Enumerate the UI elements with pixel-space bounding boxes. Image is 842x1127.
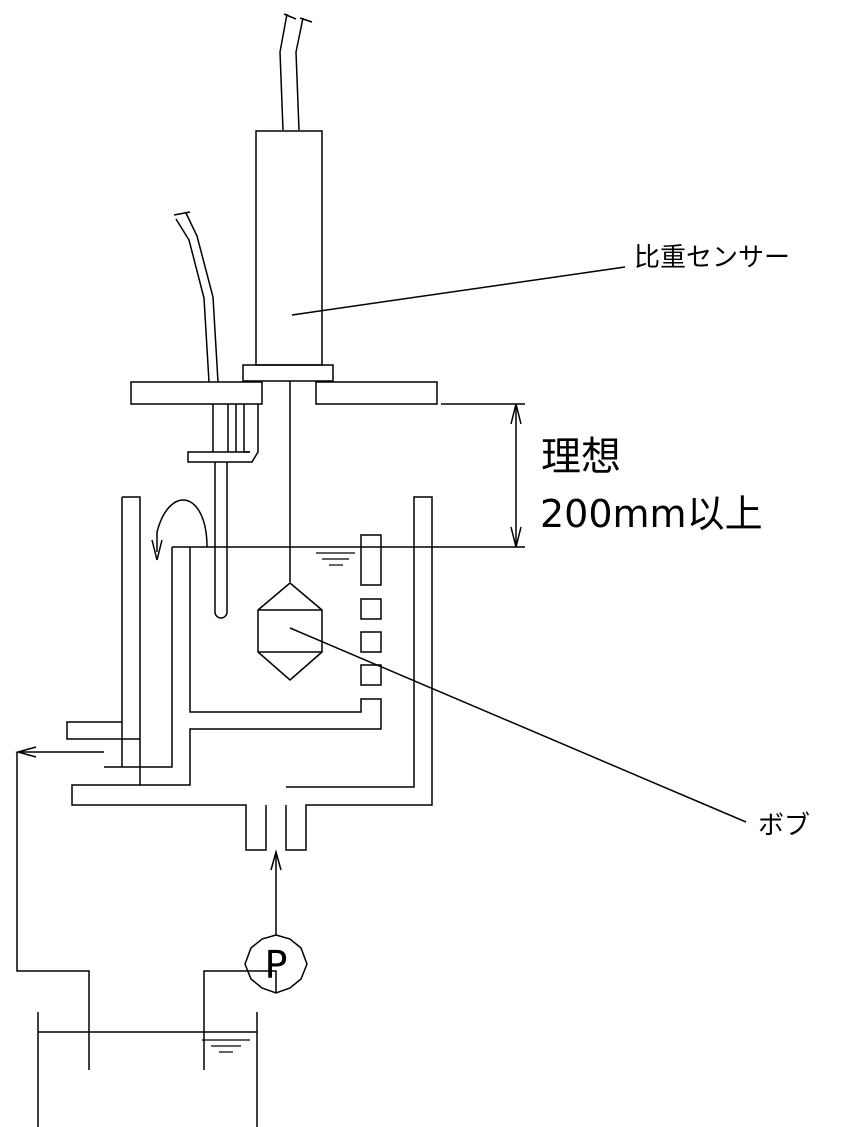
dip-tube (214, 462, 228, 619)
leader-lines (289, 266, 747, 823)
bob-label: ボブ (758, 811, 810, 841)
water-level (172, 546, 525, 566)
distance-dimension (441, 403, 525, 548)
ideal-label: 理想 (541, 434, 621, 480)
pump-feed-pipe (203, 849, 282, 1070)
drain-arrow (15, 746, 104, 758)
outer-vessel (66, 496, 141, 785)
bob (257, 582, 323, 681)
bob-leader (289, 627, 747, 823)
overflow-arrow (151, 499, 208, 561)
left-cable (173, 211, 219, 383)
return-pipe (16, 752, 90, 1070)
mounting-plate (130, 381, 438, 405)
sensor-cable (279, 13, 313, 131)
sensor-body (242, 130, 334, 382)
pump-label: P (265, 943, 288, 987)
inner-vessel (71, 496, 433, 851)
distance-label: 200mm以上 (540, 492, 763, 536)
baffle-blocks (360, 534, 382, 686)
sensor-leader (291, 266, 626, 316)
reservoir (37, 1012, 258, 1127)
inlet-fitting (187, 404, 259, 463)
pump: P (244, 934, 308, 994)
sensor-label: 比重センサー (634, 243, 790, 273)
